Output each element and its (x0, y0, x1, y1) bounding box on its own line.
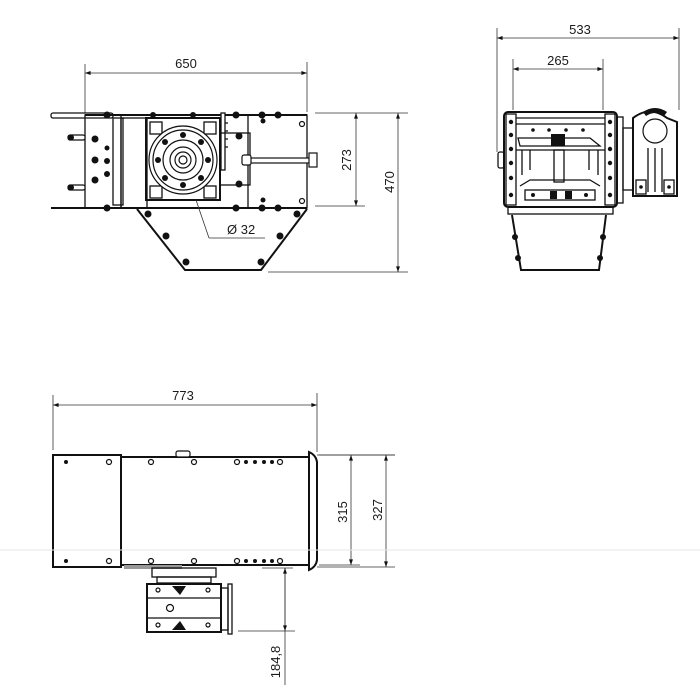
dim-label-315: 315 (335, 501, 350, 523)
dim-label-273: 273 (339, 149, 354, 171)
dimension-offset-184-8: 184,8 (238, 567, 295, 685)
dimension-width-533: 533 (496, 22, 680, 152)
dim-label-265: 265 (547, 53, 569, 68)
dimension-width-265: 265 (512, 53, 604, 110)
front-view: 650 (50, 56, 408, 273)
dimension-shaft-diameter: Ø 32 (195, 199, 265, 239)
dim-label-650: 650 (175, 56, 197, 71)
motor-top (124, 565, 233, 635)
dim-label-773: 773 (172, 388, 194, 403)
dimension-width-327: 327 (317, 454, 395, 568)
gearbox-side (632, 108, 678, 197)
left-bracket (67, 111, 148, 212)
dim-label-327: 327 (370, 499, 385, 521)
dim-label-184-8: 184,8 (268, 646, 283, 679)
dim-label-diameter: Ø 32 (227, 222, 255, 237)
top-view: 773 (52, 388, 395, 685)
dimension-length-773: 773 (52, 388, 318, 452)
gearbox-front (145, 117, 221, 201)
dimension-width-315: 315 (319, 454, 360, 566)
side-view: 533 265 (496, 22, 680, 271)
dimension-width-650: 650 (84, 56, 308, 113)
dim-label-470: 470 (382, 171, 397, 193)
dimension-height-470: 470 (268, 113, 408, 273)
hopper-side (511, 214, 607, 271)
hopper-front (136, 208, 308, 271)
dimension-height-273: 273 (315, 112, 408, 207)
dim-label-533: 533 (569, 22, 591, 37)
housing-right (150, 111, 318, 212)
